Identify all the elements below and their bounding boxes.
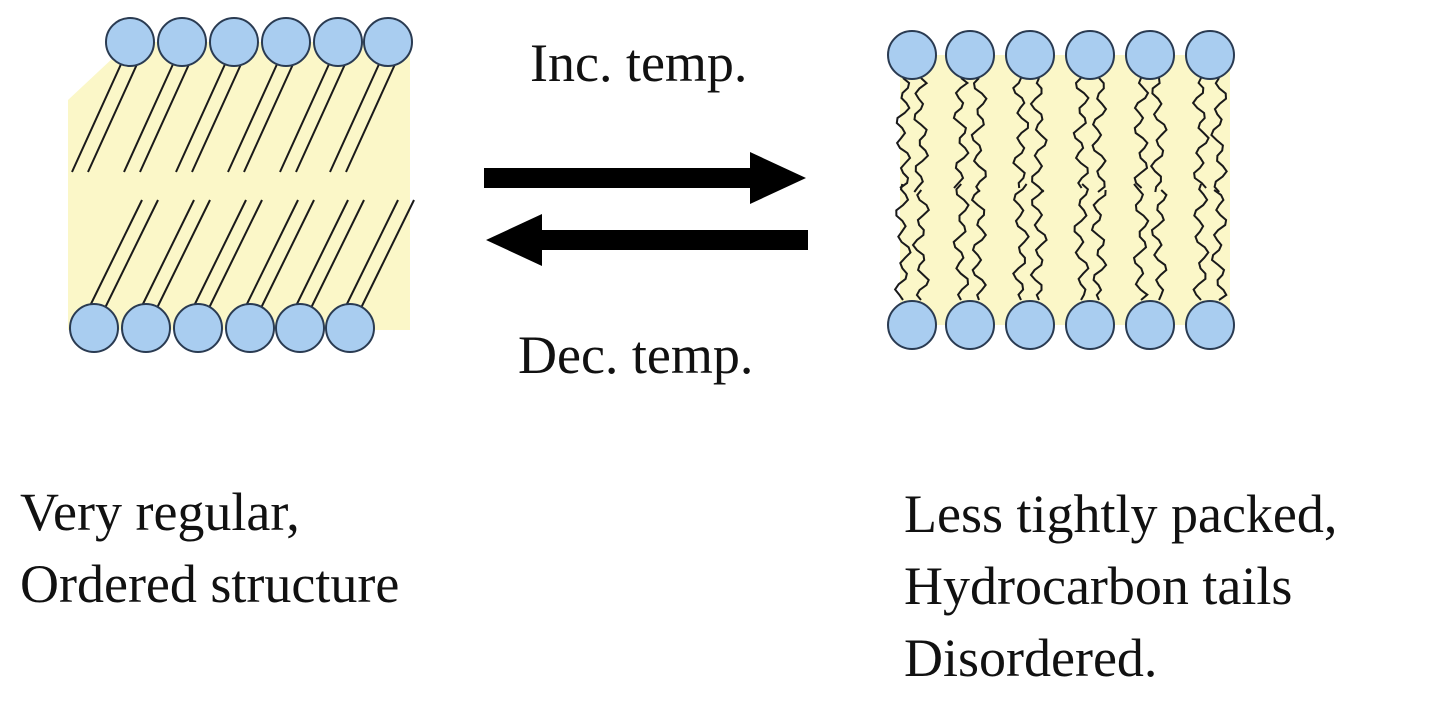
fatty-acid-tail <box>259 199 315 311</box>
phosphate-head <box>1185 300 1235 350</box>
fatty-acid-tail <box>1210 189 1228 301</box>
phosphate-head <box>1005 300 1055 350</box>
fatty-acid-tail <box>175 61 227 173</box>
ordered-bilayer-core <box>68 42 410 330</box>
phosphate-head <box>363 17 413 67</box>
disordered-bottom-head-groups <box>887 300 1235 350</box>
fatty-acid-tail <box>139 61 191 173</box>
ordered-bilayer <box>68 17 415 353</box>
phosphate-head <box>209 17 259 67</box>
ordered-top-head-groups <box>105 17 413 67</box>
phosphate-head <box>275 303 325 353</box>
fatty-acid-tail <box>329 61 381 173</box>
transition-arrows <box>484 152 808 266</box>
fatty-acid-tail <box>243 199 299 311</box>
fatty-acid-tail <box>911 189 931 301</box>
fatty-acid-tail <box>71 61 123 173</box>
decrease-temperature-label: Dec. temp. <box>518 325 754 385</box>
fatty-acid-tail <box>359 199 415 311</box>
phosphate-head <box>1065 30 1115 80</box>
fatty-acid-tail <box>309 199 365 311</box>
fatty-acid-tail <box>1150 189 1168 301</box>
caption-line: Disordered. <box>904 628 1158 688</box>
fatty-acid-tail <box>970 189 988 301</box>
fatty-acid-tail <box>1029 189 1048 301</box>
caption-line: Less tightly packed, <box>904 484 1338 544</box>
fatty-acid-tail <box>1073 183 1090 301</box>
forward-arrow <box>484 152 806 204</box>
ordered-structure-caption: Very regular, Ordered structure <box>20 476 399 620</box>
disordered-structure-caption: Less tightly packed, Hydrocarbon tails D… <box>904 478 1337 694</box>
phosphate-head <box>105 17 155 67</box>
fatty-acid-tail <box>1012 183 1030 301</box>
fatty-acid-tail <box>191 199 247 311</box>
phosphate-head <box>121 303 171 353</box>
fatty-acid-tail <box>343 199 399 311</box>
phosphate-head <box>945 30 995 80</box>
increase-temperature-label: Inc. temp. <box>530 33 748 93</box>
phosphate-head <box>1125 300 1175 350</box>
fatty-acid-tail <box>87 61 139 173</box>
fatty-acid-tail <box>1090 189 1108 301</box>
fatty-acid-tail <box>243 61 295 173</box>
fatty-acid-tail <box>895 77 912 189</box>
fatty-acid-tail <box>893 183 912 301</box>
fatty-acid-tail <box>1091 77 1108 193</box>
ordered-bottom-head-groups <box>69 303 375 353</box>
disordered-top-head-groups <box>887 30 1235 80</box>
fatty-acid-tail <box>123 61 175 173</box>
fatty-acid-tail <box>279 61 331 173</box>
fatty-acid-tail <box>1072 77 1090 189</box>
phosphate-head <box>69 303 119 353</box>
fatty-acid-tail <box>952 183 970 301</box>
phosphate-head <box>1065 300 1115 350</box>
phosphate-head <box>325 303 375 353</box>
fatty-acid-tail <box>295 61 347 173</box>
phosphate-head <box>173 303 223 353</box>
fatty-acid-tail <box>293 199 349 311</box>
fatty-acid-tail <box>1029 77 1048 193</box>
phosphate-head <box>261 17 311 67</box>
caption-line: Hydrocarbon tails <box>904 556 1293 616</box>
phosphate-head <box>945 300 995 350</box>
fatty-acid-tail <box>191 61 243 173</box>
phosphate-head <box>1125 30 1175 80</box>
caption-line: Very regular, <box>20 482 300 542</box>
fatty-acid-tail <box>139 199 195 311</box>
fatty-acid-tail <box>1132 183 1150 301</box>
phosphate-head <box>225 303 275 353</box>
fatty-acid-tail <box>952 77 970 189</box>
fatty-acid-tail <box>1192 183 1210 301</box>
phosphate-head <box>313 17 363 67</box>
phosphate-head <box>157 17 207 67</box>
fatty-acid-tail <box>970 77 988 193</box>
fatty-acid-tail <box>1149 77 1168 193</box>
fatty-acid-tail <box>103 199 159 311</box>
fatty-acid-tail <box>87 199 143 311</box>
phosphate-head <box>1005 30 1055 80</box>
fatty-acid-tail <box>345 61 397 173</box>
fatty-acid-tail <box>1191 77 1210 189</box>
caption-line: Ordered structure <box>20 554 400 614</box>
disordered-bilayer <box>887 30 1235 350</box>
fatty-acid-tail <box>155 199 211 311</box>
disordered-bilayer-core <box>900 55 1230 325</box>
disordered-bilayer-tails <box>893 77 1228 301</box>
reverse-arrow <box>486 214 808 266</box>
fatty-acid-tail <box>207 199 263 311</box>
phosphate-head <box>887 300 937 350</box>
phosphate-head <box>1185 30 1235 80</box>
phosphate-head <box>887 30 937 80</box>
fatty-acid-tail <box>1133 77 1150 189</box>
fatty-acid-tail <box>913 77 930 193</box>
fatty-acid-tail <box>1012 77 1030 189</box>
ordered-bilayer-tails <box>71 61 415 311</box>
fatty-acid-tail <box>227 61 279 173</box>
fatty-acid-tail <box>1210 77 1228 193</box>
